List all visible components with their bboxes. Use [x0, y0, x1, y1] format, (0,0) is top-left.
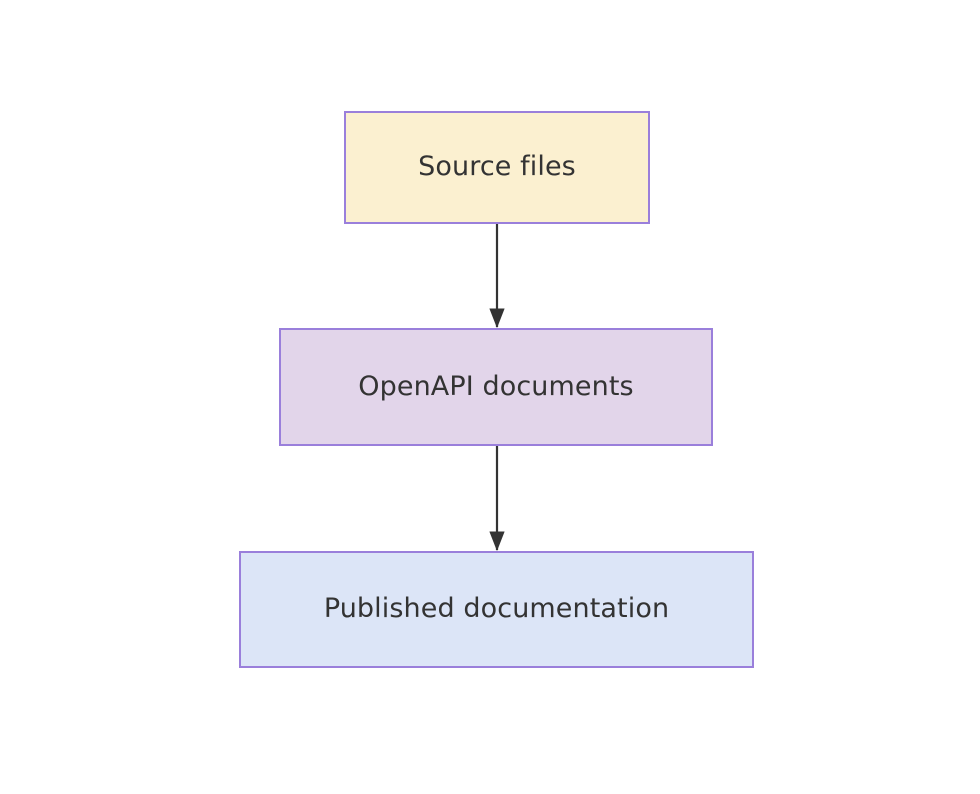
flow-node-published-documentation[interactable]: Published documentation	[239, 551, 754, 668]
flow-node-openapi-documents-label: OpenAPI documents	[358, 370, 634, 402]
flow-node-openapi-documents[interactable]: OpenAPI documents	[279, 328, 713, 446]
flow-node-published-documentation-label: Published documentation	[323, 593, 670, 625]
flow-node-source-files-label: Source files	[418, 151, 576, 183]
flow-node-source-files[interactable]: Source files	[344, 111, 650, 224]
